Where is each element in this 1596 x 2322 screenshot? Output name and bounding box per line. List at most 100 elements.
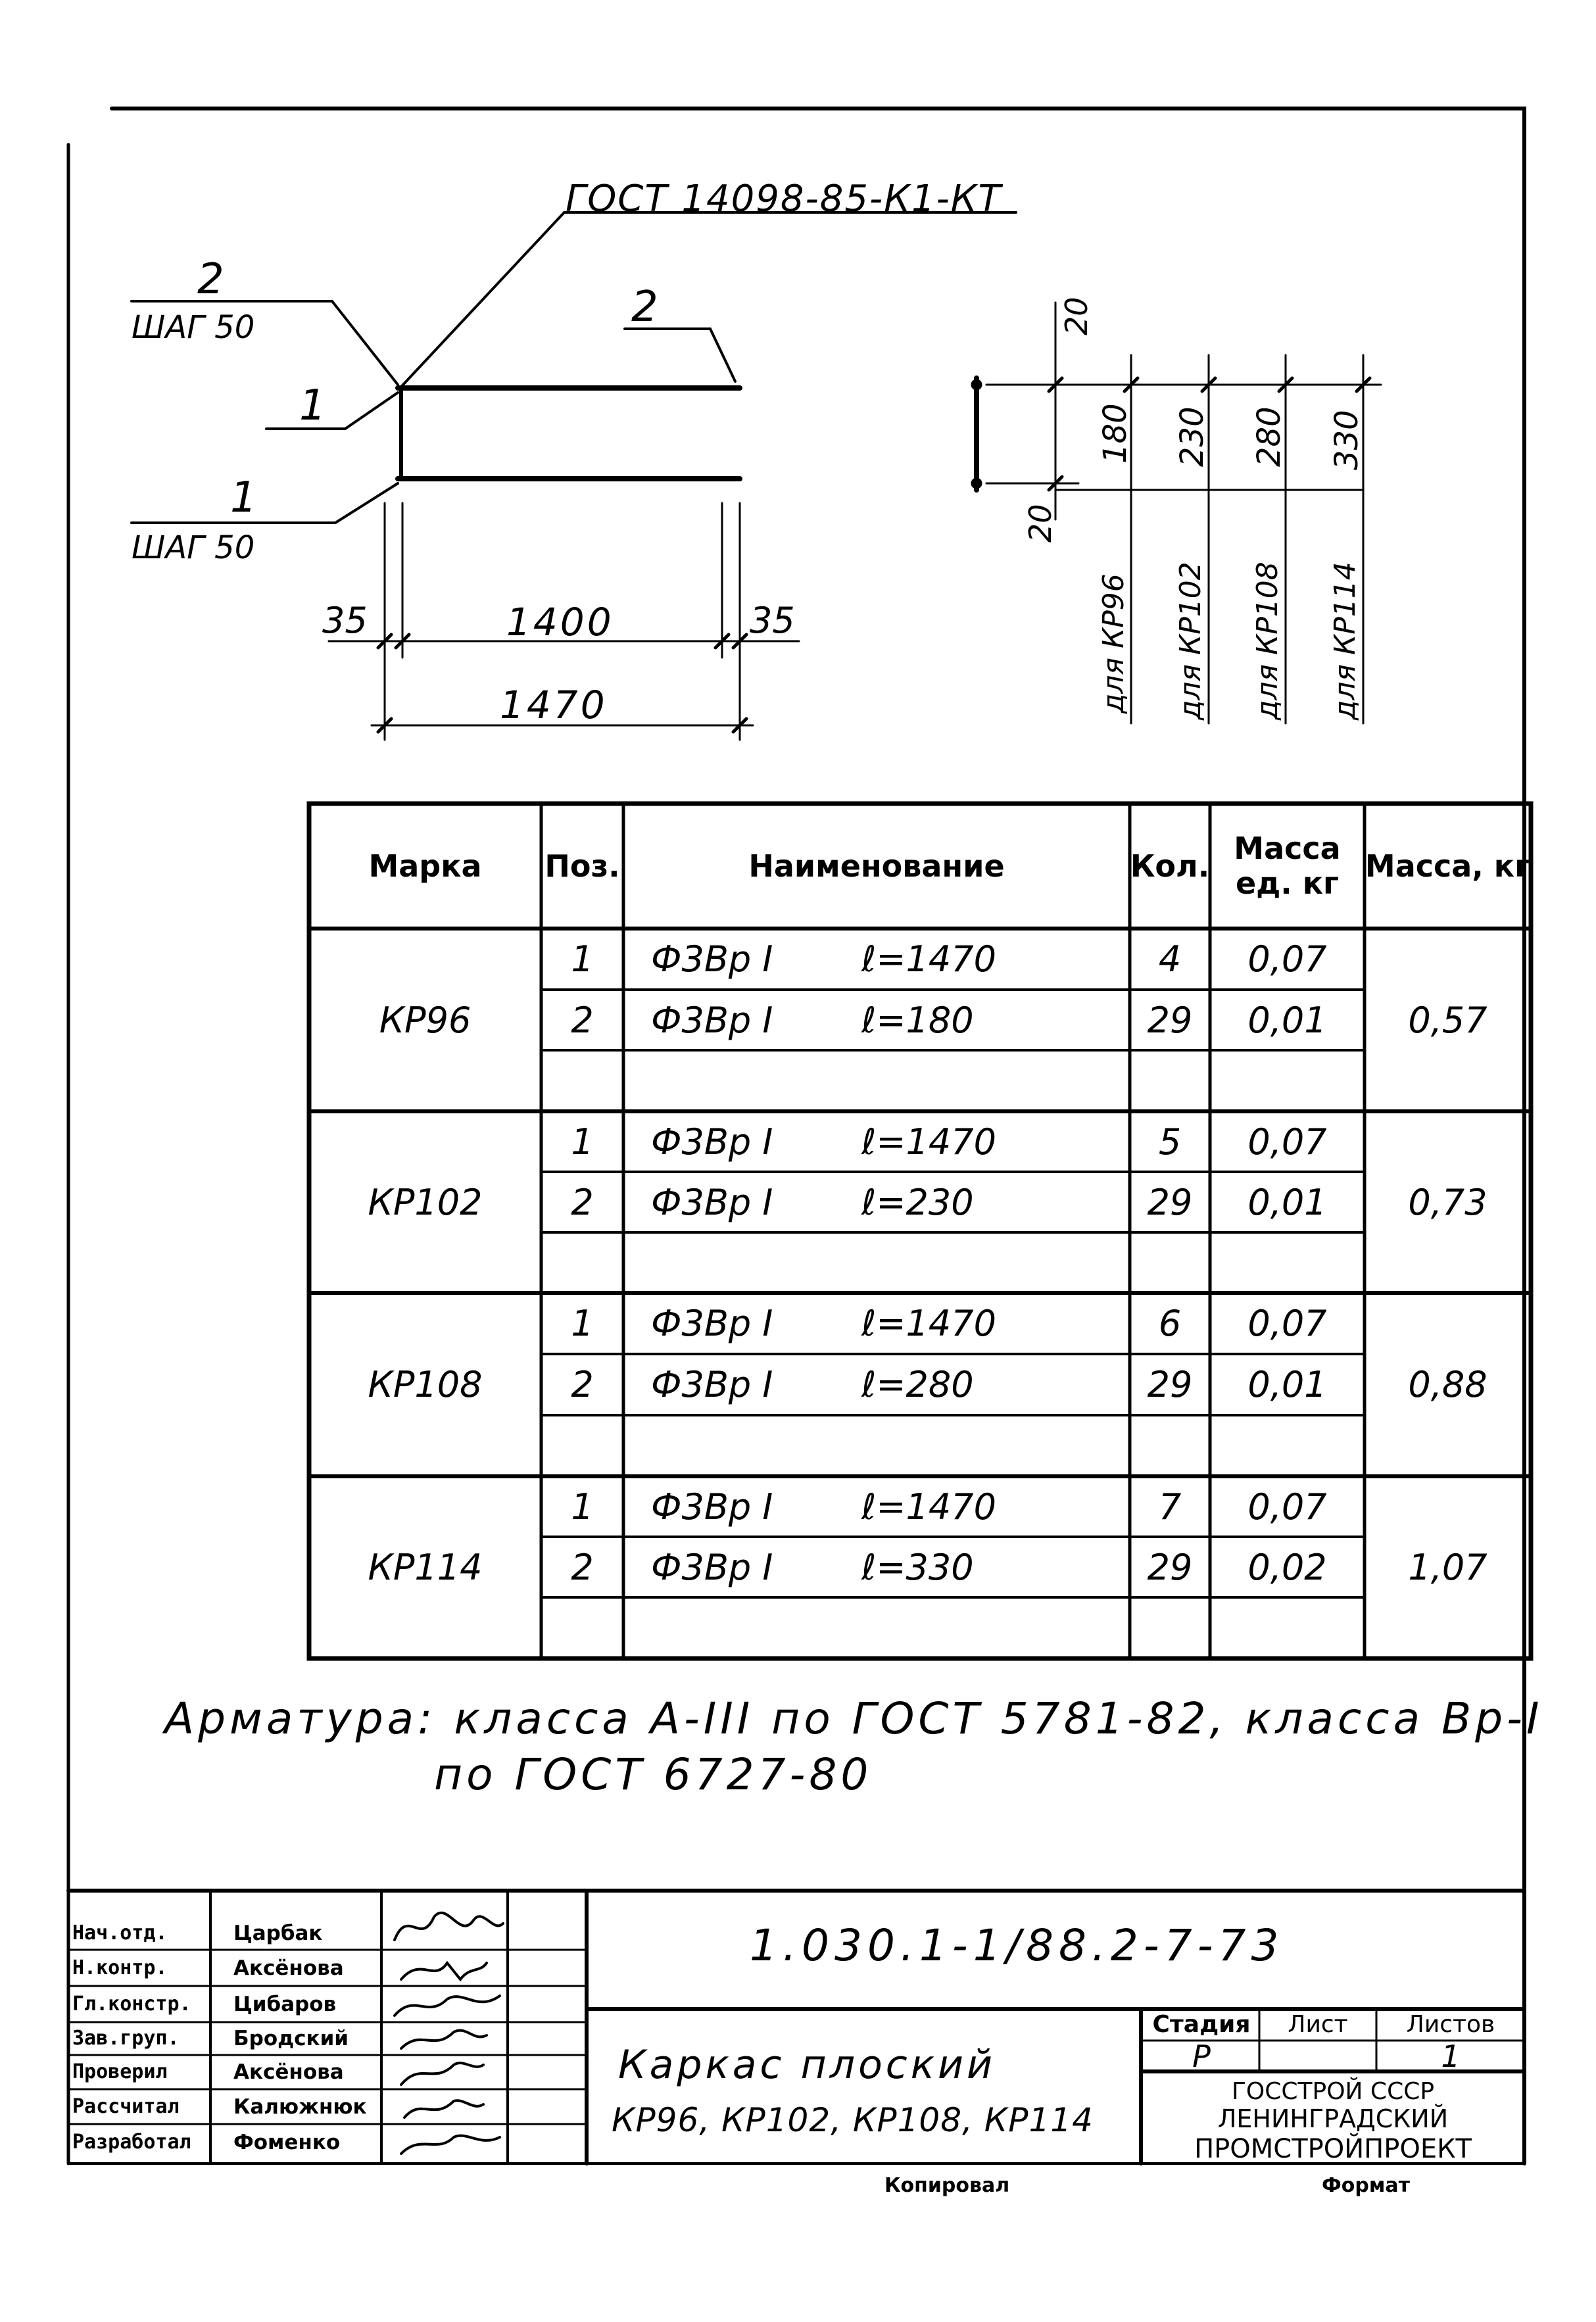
section-label-3: для КР108 (1251, 562, 1284, 720)
signature-6 (403, 2099, 485, 2119)
note-line-2: по ГОСТ 6727-80 (434, 1749, 873, 1800)
section-height-2: 230 (1174, 406, 1211, 467)
section-height-1: 180 (1097, 403, 1134, 464)
stamp-name: Аксёнова (233, 1956, 344, 1980)
stamp-name: Бродский (233, 2027, 349, 2050)
frame-top-right (110, 107, 1526, 2165)
sheet-label: Лист (1288, 2011, 1348, 2038)
qty-cell: 4 (1158, 938, 1182, 980)
stamp-role: Гл.констр. (72, 1993, 191, 2016)
length-cell: ℓ=1470 (861, 1121, 996, 1163)
qty-cell: 6 (1158, 1303, 1182, 1344)
unit-mass-cell: 0,07 (1247, 1121, 1327, 1163)
org-line-3: ПРОМСТРОЙПРОЕКТ (1194, 2134, 1472, 2164)
step-label-bottom: ШАГ 50 (132, 529, 255, 566)
unit-mass-cell: 0,01 (1247, 1181, 1327, 1223)
stamp-role: Н.контр. (72, 1956, 168, 1979)
pos1-leader-mid (265, 391, 399, 430)
stamp-name: Калюжнюк (233, 2095, 367, 2119)
section-label-4: для КР114 (1328, 562, 1362, 720)
header-mass: Масса, кг (1365, 848, 1531, 884)
pos-cell: 1 (571, 1121, 594, 1163)
length-cell: ℓ=1470 (861, 1486, 996, 1528)
signature-2 (400, 1960, 488, 1982)
stamp-name: Фоменко (233, 2131, 341, 2154)
signature-4 (400, 2029, 488, 2050)
mass-cell: 1,07 (1408, 1547, 1487, 1588)
mark-cell: КР102 (368, 1181, 483, 1223)
name-cell: Ф3Вр I (651, 1181, 773, 1223)
pos2-leader-left (130, 300, 399, 386)
length-cell: ℓ=1470 (861, 938, 996, 980)
pos-label-top-right: 2 (631, 283, 658, 331)
name-cell: Ф3Вр I (651, 1486, 773, 1528)
stamp-role: Рассчитал (72, 2095, 180, 2118)
mass-cell: 0,73 (1408, 1181, 1487, 1223)
unit-mass-cell: 0,07 (1247, 938, 1327, 980)
dim-right: 35 (750, 600, 795, 641)
qty-cell: 29 (1147, 1546, 1193, 1588)
stamp-role: Зав.груп. (72, 2027, 180, 2050)
pos-cell: 1 (571, 938, 594, 980)
step-label-top: ШАГ 50 (132, 309, 255, 346)
mass-cell: 0,88 (1408, 1364, 1487, 1405)
pos-cell: 2 (571, 1546, 594, 1588)
unit-mass-cell: 0,07 (1247, 1486, 1327, 1528)
header-unit-mass: Масса ед. кг (1234, 831, 1341, 901)
mark-cell: КР96 (379, 999, 472, 1041)
signature-1 (393, 1911, 504, 1941)
stamp-role: Разработал (72, 2131, 191, 2154)
unit-mass-cell: 0,02 (1247, 1546, 1327, 1588)
name-cell: Ф3Вр I (651, 999, 773, 1041)
section-height-4: 330 (1328, 410, 1365, 470)
stamp-role: Нач.отд. (72, 1922, 168, 1945)
signature-3 (393, 1995, 501, 2017)
name-cell: Ф3Вр I (651, 1546, 773, 1588)
header-name: Наименование (748, 848, 1005, 884)
qty-cell: 29 (1147, 1364, 1193, 1405)
mass-cell: 0,57 (1408, 999, 1487, 1041)
unit-mass-cell: 0,01 (1247, 999, 1327, 1041)
qty-cell: 29 (1147, 1181, 1193, 1223)
signature-5 (400, 2062, 485, 2086)
qty-cell: 5 (1158, 1121, 1182, 1163)
dim-total: 1470 (500, 683, 608, 727)
pos-label-bottom: 1 (230, 473, 257, 522)
pos1-leader-bottom (130, 482, 399, 524)
mark-cell: КР108 (368, 1364, 483, 1405)
section-label-1: для КР96 (1097, 573, 1130, 714)
pos-cell: 2 (571, 999, 594, 1041)
name-cell: Ф3Вр I (651, 1364, 773, 1405)
pos-cell: 1 (571, 1303, 594, 1344)
signatures (393, 1911, 504, 2155)
drawing-title: Каркас плоский (618, 2042, 996, 2088)
gost-reference: ГОСТ 14098-85-К1-КТ (566, 178, 1002, 220)
stage-label: Стадия (1152, 2011, 1251, 2038)
pos-label-top-left: 2 (197, 255, 224, 304)
qty-cell: 29 (1147, 999, 1193, 1041)
section-label-2: для КР102 (1174, 562, 1207, 720)
name-cell: Ф3Вр I (651, 1121, 773, 1163)
signature-7 (400, 2134, 501, 2155)
pos-cell: 1 (571, 1486, 594, 1528)
header-mark: Марка (368, 848, 482, 884)
stage-value: Р (1192, 2039, 1211, 2074)
length-cell: ℓ=1470 (861, 1303, 996, 1344)
sheets-value: 1 (1441, 2039, 1461, 2074)
dim-mid: 1400 (506, 600, 614, 644)
section-height-3: 280 (1251, 406, 1288, 467)
pos-label-mid: 1 (299, 381, 326, 430)
stamp-name: Цибаров (233, 1993, 337, 2016)
spec-table-grid (306, 801, 1534, 1661)
mark-cell: КР114 (368, 1547, 483, 1588)
stamp-role: Проверил (72, 2060, 168, 2083)
dim-left: 35 (322, 600, 368, 641)
sheets-label: Листов (1406, 2011, 1495, 2038)
stamp-name: Аксёнова (233, 2060, 344, 2084)
document-number: 1.030.1-1/88.2-7-73 (750, 1920, 1284, 1971)
name-cell: Ф3Вр I (651, 1303, 773, 1344)
title-block-grid (66, 1889, 1526, 2165)
section-dim-top: 20 (1059, 297, 1094, 335)
footer-copied: Копировал (884, 2174, 1010, 2197)
